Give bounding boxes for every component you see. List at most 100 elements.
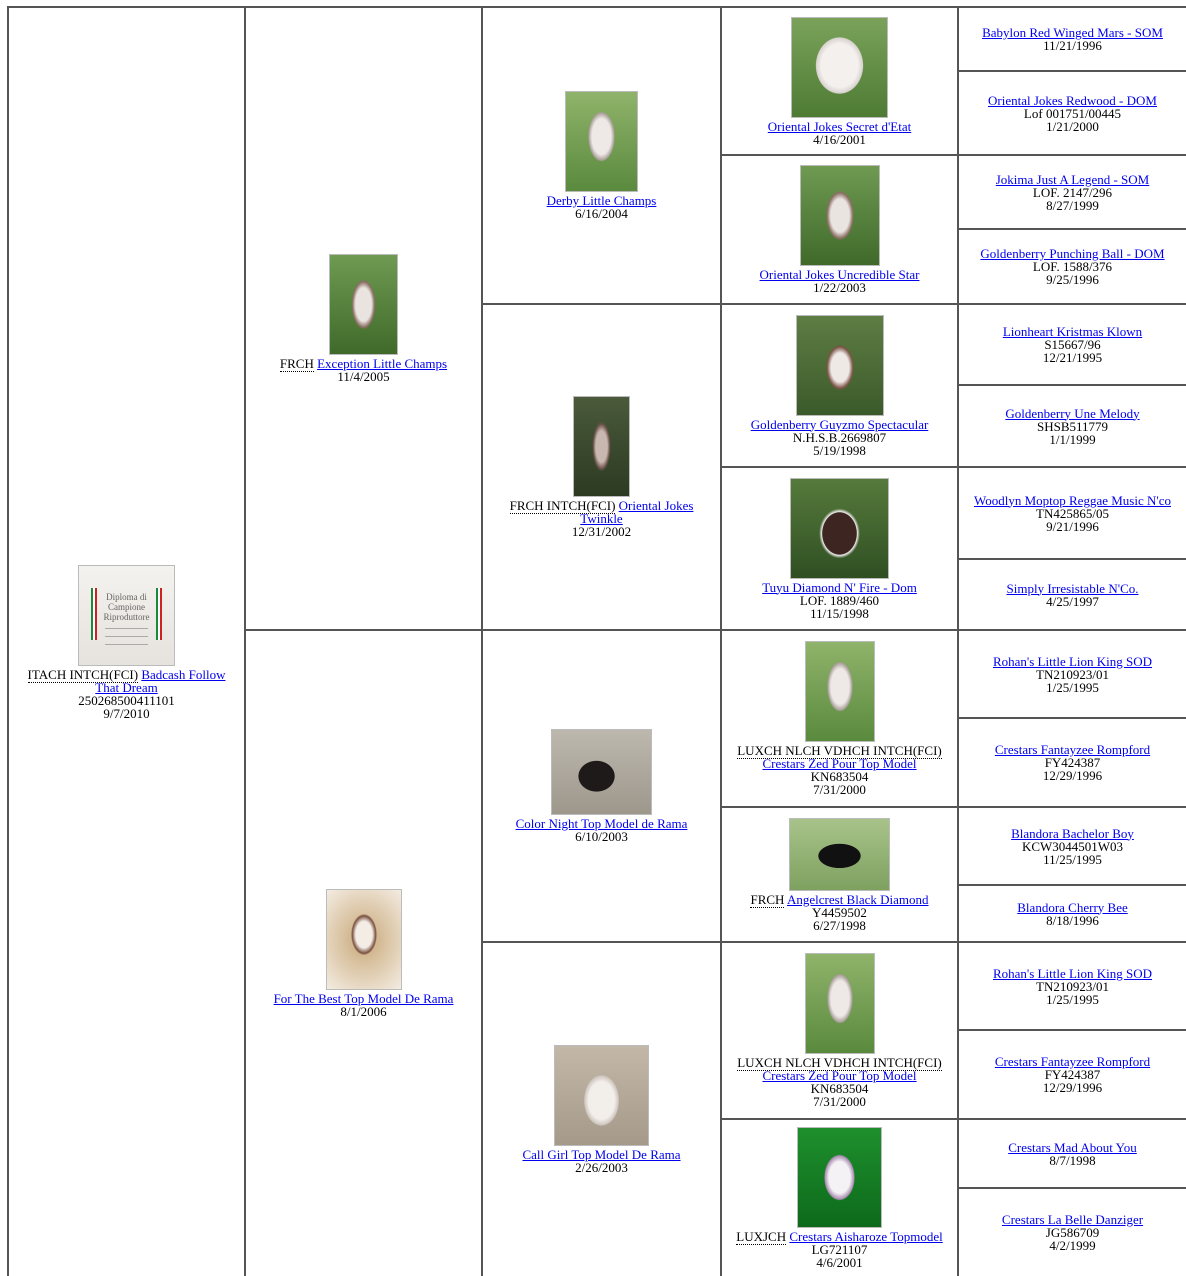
row-divider-g3b — [720, 466, 1186, 468]
g4-cell-1: Babylon Red Winged Mars - SOM 11/21/1996 — [959, 8, 1186, 70]
g4-reg-2: Lof 001751/00445 — [1023, 105, 1122, 121]
row-divider-g4c — [957, 384, 1186, 386]
g3-name-link-3[interactable]: Goldenberry Guyzmo Spectacular — [750, 416, 929, 432]
g4-cell-11: Blandora Bachelor Boy KCW3044501W03 11/2… — [959, 808, 1186, 884]
g3-dob-8: 4/6/2001 — [816, 1255, 863, 1270]
g4-cell-4: Goldenberry Punching Ball - DOM LOF. 158… — [959, 230, 1186, 303]
g4-name-link-3[interactable]: Jokima Just A Legend - SOM — [995, 171, 1150, 187]
dog-photo[interactable] — [799, 165, 880, 266]
g3-reg-7: KN683504 — [810, 1081, 869, 1096]
g2-cell-2: FRCH INTCH(FCI) Oriental Jokes Twinkle 1… — [483, 305, 720, 629]
g4-name-link-2[interactable]: Oriental Jokes Redwood - DOM — [988, 92, 1157, 108]
row-divider-g3a — [720, 154, 1186, 156]
g3-dob-3: 5/19/1998 — [813, 442, 866, 458]
g4-name-link-1[interactable]: Babylon Red Winged Mars - SOM — [982, 25, 1163, 40]
row-divider-g3d — [720, 1118, 1186, 1120]
g4-name-link-6[interactable]: Goldenberry Une Melody — [1005, 405, 1140, 421]
g4-dob-5: 12/21/1995 — [1042, 350, 1103, 365]
diploma-photo[interactable]: Diploma di Campione Riproduttore — [78, 564, 175, 666]
g3-dob-7: 7/31/2000 — [813, 1094, 866, 1109]
g3-name-link-6[interactable]: Angelcrest Black Diamond — [787, 891, 929, 907]
g4-name-link-4[interactable]: Goldenberry Punching Ball - DOM — [980, 246, 1165, 261]
g4-dob-6: 1/1/1999 — [1049, 431, 1096, 447]
g3-title-8: LUXJCH — [736, 1229, 787, 1245]
col-divider-3 — [720, 6, 722, 1276]
g4-reg-3: LOF. 2147/296 — [1032, 184, 1113, 200]
g4-name-link-8[interactable]: Simply Irresistable N'Co. — [1006, 580, 1139, 596]
g4-name-link-10[interactable]: Crestars Fantayzee Rompford — [994, 742, 1151, 757]
dog-photo[interactable] — [790, 477, 889, 579]
g3-name-link-5[interactable]: Crestars Zed Pour Top Model — [762, 756, 917, 771]
dog-photo[interactable] — [804, 641, 875, 742]
g4-cell-15: Crestars Mad About You 8/7/1998 — [959, 1120, 1186, 1187]
dog-photo[interactable] — [789, 817, 890, 891]
g4-cell-13: Rohan's Little Lion King SOD TN210923/01… — [959, 943, 1186, 1029]
g4-name-link-13[interactable]: Rohan's Little Lion King SOD — [992, 965, 1153, 981]
g3-name-link-1[interactable]: Oriental Jokes Secret d'Etat — [767, 118, 912, 134]
g3-name-link-4[interactable]: Tuyu Diamond N' Fire - Dom — [762, 579, 917, 595]
dam-cell: For The Best Top Model De Rama 8/1/2006 — [246, 631, 481, 1276]
dog-photo[interactable] — [565, 91, 638, 192]
g2-dob-2: 12/31/2002 — [571, 524, 632, 539]
dog-photo[interactable] — [791, 16, 888, 118]
subject-name-link[interactable]: Badcash Follow That Dream — [95, 666, 226, 695]
g4-reg-13: TN210923/01 — [1036, 978, 1109, 994]
g4-cell-7: Woodlyn Moptop Reggae Music N'co TN42586… — [959, 468, 1186, 558]
g4-dob-2: 1/21/2000 — [1046, 118, 1099, 134]
col-divider-2 — [481, 6, 483, 1276]
dog-photo[interactable] — [573, 396, 630, 497]
row-divider-g2a — [481, 303, 1186, 305]
dog-photo[interactable] — [551, 729, 652, 815]
g4-name-link-15[interactable]: Crestars Mad About You — [1008, 1139, 1137, 1155]
g4-cell-16: Crestars La Belle Danziger JG586709 4/2/… — [959, 1189, 1186, 1276]
g4-name-link-14[interactable]: Crestars Fantayzee Rompford — [994, 1054, 1151, 1069]
border-top — [7, 6, 1186, 8]
sire-title: FRCH — [279, 356, 314, 372]
g3-name-line-7: LUXCH NLCH VDHCH INTCH(FCI) — [737, 1055, 942, 1071]
g3-cell-3: Goldenberry Guyzmo Spectacular N.H.S.B.2… — [722, 305, 957, 466]
sire-name-link[interactable]: Exception Little Champs — [317, 356, 448, 371]
g2-name-link-4[interactable]: Call Girl Top Model De Rama — [522, 1147, 681, 1162]
g3-name-link-7[interactable]: Crestars Zed Pour Top Model — [762, 1068, 917, 1083]
g4-dob-14: 12/29/1996 — [1042, 1080, 1103, 1095]
g4-dob-4: 9/25/1996 — [1046, 272, 1099, 287]
row-divider-g4e — [957, 717, 1186, 719]
g3-name-link-8[interactable]: Crestars Aisharoze Topmodel — [789, 1229, 943, 1244]
dog-photo[interactable] — [797, 1127, 882, 1228]
subject-title: ITACH INTCH(FCI) — [27, 666, 139, 683]
row-divider-g4f — [957, 884, 1186, 886]
g2-name-link-1[interactable]: Derby Little Champs — [546, 193, 657, 208]
g4-cell-2: Oriental Jokes Redwood - DOM Lof 001751/… — [959, 72, 1186, 154]
sire-cell: FRCH Exception Little Champs 11/4/2005 — [246, 8, 481, 629]
g4-reg-14: FY424387 — [1044, 1067, 1101, 1082]
g2-name-link-3[interactable]: Color Night Top Model de Rama — [515, 816, 688, 831]
g4-name-link-12[interactable]: Blandora Cherry Bee — [1017, 899, 1128, 915]
g2-dob-4: 2/26/2003 — [575, 1160, 628, 1175]
g3-cell-4: Tuyu Diamond N' Fire - Dom LOF. 1889/460… — [722, 468, 957, 629]
g4-name-link-9[interactable]: Rohan's Little Lion King SOD — [992, 653, 1153, 669]
dam-name-line: For The Best Top Model De Rama — [274, 992, 454, 1005]
g2-name-link-2[interactable]: Oriental Jokes Twinkle — [580, 498, 694, 526]
g4-name-link-5[interactable]: Lionheart Kristmas Klown — [1002, 324, 1143, 339]
g3-dob-1: 4/16/2001 — [813, 131, 866, 147]
g4-dob-9: 1/25/1995 — [1046, 679, 1099, 695]
g4-reg-16: JG586709 — [1045, 1225, 1100, 1240]
g3-name-line-6: FRCH Angelcrest Black Diamond — [750, 891, 929, 908]
dog-photo[interactable] — [329, 254, 398, 355]
g4-name-link-11[interactable]: Blandora Bachelor Boy — [1011, 825, 1134, 841]
g4-reg-10: FY424387 — [1044, 755, 1101, 770]
dam-name-link[interactable]: For The Best Top Model De Rama — [273, 991, 454, 1006]
g3-cell-5: LUXCH NLCH VDHCH INTCH(FCI) Crestars Zed… — [722, 631, 957, 806]
g4-cell-6: Goldenberry Une Melody SHSB511779 1/1/19… — [959, 386, 1186, 466]
dog-photo[interactable] — [554, 1045, 649, 1146]
dog-photo[interactable] — [804, 953, 875, 1054]
g4-name-link-16[interactable]: Crestars La Belle Danziger — [1001, 1212, 1144, 1227]
g3-name-link-2[interactable]: Oriental Jokes Uncredible Star — [759, 267, 920, 282]
dog-photo[interactable] — [325, 889, 402, 990]
g4-name-link-7[interactable]: Woodlyn Moptop Reggae Music N'co — [974, 492, 1171, 508]
dog-photo[interactable] — [795, 314, 884, 416]
row-divider-g1 — [244, 629, 1186, 631]
diploma-line — [105, 635, 148, 637]
g3-cell-8: LUXJCH Crestars Aisharoze Topmodel LG721… — [722, 1120, 957, 1276]
